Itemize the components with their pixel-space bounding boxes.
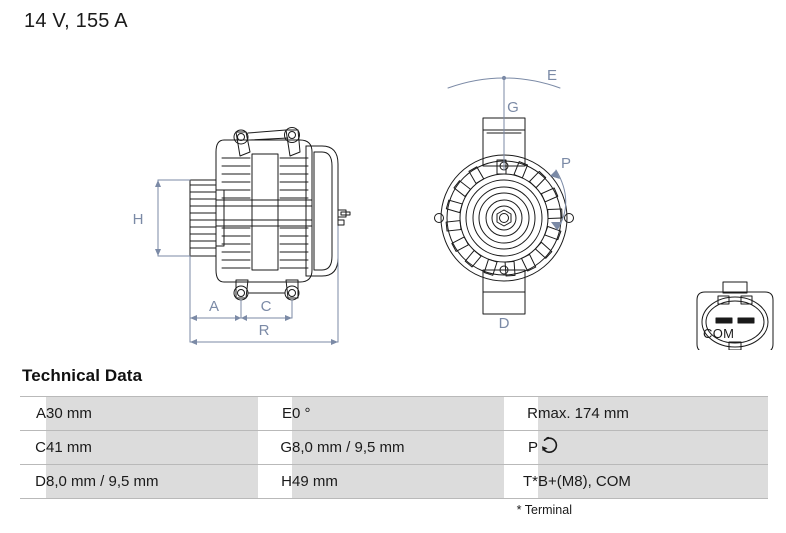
dimension-label-a: A (209, 298, 219, 315)
spec-key: H (258, 464, 292, 499)
spec-key: A (20, 396, 46, 431)
spec-key: E (258, 396, 292, 431)
alternator-side-view-graphic (189, 127, 351, 301)
table-footnote: * Terminal (516, 503, 572, 517)
table-row: A 30 mm E 0 ° R max. 174 mm (20, 396, 768, 431)
table-row: C 41 mm G 8,0 mm / 9,5 mm P (20, 430, 768, 465)
rotation-ccw-icon (538, 435, 560, 461)
dimension-label-d: D (499, 315, 510, 332)
technical-data-section: Technical Data A 30 mm E 0 ° R max. 174 … (0, 352, 786, 517)
housing-graphic (215, 139, 339, 283)
table-row: D 8,0 mm / 9,5 mm H 49 mm T* B+(M8), COM (20, 464, 768, 499)
specification-table: A 30 mm E 0 ° R max. 174 mm C 41 mm G 8,… (20, 396, 768, 499)
product-drawing: H A C R E G P D (0, 30, 786, 350)
b-plus-terminal (337, 209, 351, 226)
spec-key: P (504, 430, 538, 465)
spec-value: 30 mm (46, 396, 258, 431)
page-title: 14 V, 155 A (24, 10, 128, 32)
com-connector-caption: COM (703, 326, 735, 341)
technical-data-heading: Technical Data (22, 366, 143, 385)
spec-key: G (258, 430, 292, 465)
dimension-label-e: E (547, 67, 557, 84)
dimension-label-r: R (259, 322, 270, 339)
pulley-graphic (189, 179, 225, 257)
spec-value-rotation (538, 430, 768, 465)
dimension-label-c: C (261, 298, 272, 315)
spec-value: B+(M8), COM (538, 464, 768, 499)
spec-value: 49 mm (292, 464, 504, 499)
mounting-lug-top-right (247, 127, 301, 157)
com-connector-graphic (696, 281, 774, 350)
spec-value: 8,0 mm / 9,5 mm (46, 464, 258, 499)
spec-value: 41 mm (46, 430, 258, 465)
dimension-label-g: G (507, 99, 519, 116)
spec-key: R (504, 396, 538, 431)
spec-value: 8,0 mm / 9,5 mm (292, 430, 504, 465)
spec-key-terminal: T* (504, 464, 538, 499)
mounting-lug-top-left (233, 129, 251, 157)
dimension-label-h: H (133, 211, 144, 228)
spec-key: D (20, 464, 46, 499)
dimension-label-p: P (561, 155, 571, 172)
spec-value: 0 ° (292, 396, 504, 431)
mounting-lug-bottom-left (233, 279, 249, 301)
spec-key: C (20, 430, 46, 465)
mounting-lug-bottom-right (247, 279, 300, 301)
spec-value: max. 174 mm (538, 396, 768, 431)
